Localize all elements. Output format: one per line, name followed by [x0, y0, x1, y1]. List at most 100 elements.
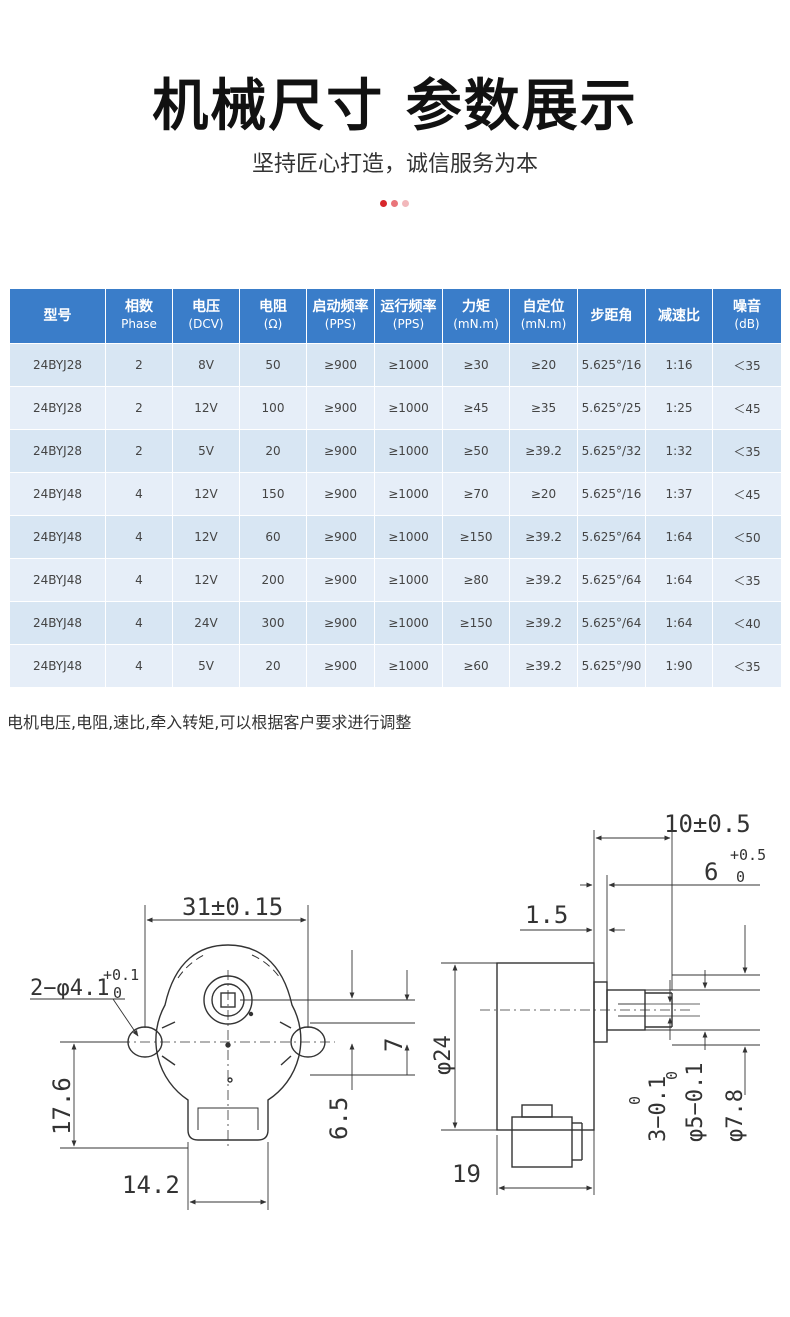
- column-header-label: 电压: [192, 299, 220, 315]
- table-cell: 5.625°/25: [577, 386, 646, 430]
- table-cell: ＜50: [712, 515, 782, 559]
- column-header-label: 相数: [125, 299, 153, 315]
- table-cell: 1:64: [645, 515, 713, 559]
- adjustment-note: 电机电压,电阻,速比,牵入转矩,可以根据客户要求进行调整: [7, 713, 412, 732]
- table-cell: 5.625°/16: [577, 343, 646, 387]
- column-header: 相数 Phase: [105, 288, 173, 344]
- table-cell: 60: [239, 515, 307, 559]
- table-cell: ≥1000: [374, 343, 443, 387]
- table-cell: 4: [105, 472, 173, 516]
- table-cell: ≥1000: [374, 472, 443, 516]
- column-header: 运行频率(PPS): [374, 288, 443, 344]
- table-cell: 8V: [172, 343, 240, 387]
- table-cell: 5.625°/16: [577, 472, 646, 516]
- column-header: 电压 (DCV): [172, 288, 240, 344]
- column-header-unit: (Ω): [263, 317, 283, 331]
- column-header-unit: (DCV): [188, 317, 224, 331]
- dim-phi7-8: φ7.8: [723, 1089, 748, 1142]
- table-cell: ≥900: [306, 601, 375, 645]
- table-cell: 20: [239, 429, 307, 473]
- front-view-outline: [127, 944, 326, 1141]
- table-cell: 5.625°/64: [577, 515, 646, 559]
- table-cell: ≥80: [442, 558, 510, 602]
- table-cell: ≥900: [306, 515, 375, 559]
- dim-6: 6: [704, 858, 718, 886]
- column-header-label: 减速比: [658, 307, 700, 324]
- table-cell: ≥50: [442, 429, 510, 473]
- table-cell: 24BYJ28: [9, 343, 106, 387]
- table-cell: ≥900: [306, 343, 375, 387]
- table-cell: 4: [105, 515, 173, 559]
- column-header: 噪音 (dB): [712, 288, 782, 344]
- table-cell: ≥900: [306, 472, 375, 516]
- table-cell: 200: [239, 558, 307, 602]
- dim-3: 3−0.1: [646, 1076, 671, 1142]
- table-cell: ≥35: [509, 386, 578, 430]
- table-cell: ＜35: [712, 558, 782, 602]
- column-header-label: 自定位: [522, 299, 565, 315]
- column-header-unit: Phase: [121, 317, 157, 331]
- table-cell: ＜35: [712, 644, 782, 688]
- table-cell: ≥39.2: [509, 644, 578, 688]
- table-cell: ＜45: [712, 472, 782, 516]
- table-cell: 24V: [172, 601, 240, 645]
- column-header-unit: (dB): [734, 317, 760, 331]
- table-cell: ＜40: [712, 601, 782, 645]
- dim-1-5: 1.5: [525, 901, 568, 929]
- table-cell: ≥1000: [374, 601, 443, 645]
- dim-17-6: 17.6: [48, 1077, 76, 1135]
- table-cell: ≥39.2: [509, 429, 578, 473]
- table-cell: ＜35: [712, 429, 782, 473]
- table-cell: ≥45: [442, 386, 510, 430]
- dim-hole: 2−φ4.1: [30, 976, 109, 1001]
- dot-red: [380, 200, 387, 207]
- table-cell: 1:64: [645, 601, 713, 645]
- table-cell: 5V: [172, 644, 240, 688]
- column-header: 自定位 (mN.m): [509, 288, 578, 344]
- table-cell: ≥900: [306, 429, 375, 473]
- dim-14-2: 14.2: [122, 1171, 180, 1199]
- column-header-unit: (mN.m): [453, 317, 499, 331]
- table-cell: 12V: [172, 386, 240, 430]
- decorative-dots: [380, 200, 420, 208]
- table-cell: 4: [105, 558, 173, 602]
- column-header-label: 噪音: [733, 299, 761, 315]
- dim-19: 19: [452, 1160, 481, 1188]
- table-cell: 4: [105, 644, 173, 688]
- table-cell: 5.625°/32: [577, 429, 646, 473]
- table-cell: ≥70: [442, 472, 510, 516]
- column-header-unit: (mN.m): [520, 317, 567, 331]
- column-header-label: 启动频率: [312, 299, 369, 315]
- dim-7: 7: [380, 1038, 408, 1052]
- dim-10: 10±0.5: [664, 810, 751, 838]
- table-cell: ≥900: [306, 386, 375, 430]
- table-cell: ＜45: [712, 386, 782, 430]
- table-cell: 100: [239, 386, 307, 430]
- dim-6-tol-lower: 0: [736, 868, 745, 886]
- table-cell: ≥60: [442, 644, 510, 688]
- dim-phi5-tol: 0: [663, 1071, 681, 1080]
- table-cell: ≥20: [509, 472, 578, 516]
- column-header: 型号: [9, 288, 106, 344]
- column-header-label: 电阻: [259, 299, 287, 315]
- table-cell: ≥1000: [374, 558, 443, 602]
- table-cell: 24BYJ48: [9, 644, 106, 688]
- table-cell: ≥1000: [374, 515, 443, 559]
- table-cell: 1:32: [645, 429, 713, 473]
- page-title: 机械尺寸 参数展示: [152, 74, 638, 139]
- table-cell: ≥1000: [374, 429, 443, 473]
- column-header: 力矩(mN.m): [442, 288, 510, 344]
- table-cell: ≥900: [306, 644, 375, 688]
- table-cell: 2: [105, 386, 173, 430]
- table-cell: ≥1000: [374, 386, 443, 430]
- table-cell: 300: [239, 601, 307, 645]
- dim-3-tol: 0: [626, 1096, 644, 1105]
- dim-hole-tol-upper: +0.1: [103, 966, 139, 984]
- table-cell: 50: [239, 343, 307, 387]
